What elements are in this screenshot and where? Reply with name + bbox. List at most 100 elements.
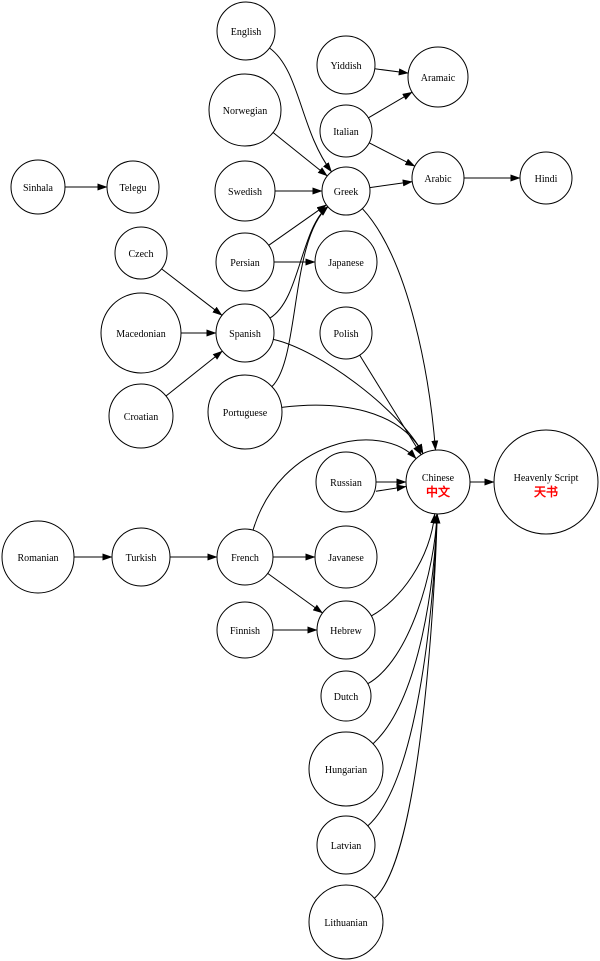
node-english-label: English (231, 27, 262, 38)
edge-portuguese-to-greek (271, 206, 329, 387)
edge-hebrew-to-chinese (371, 513, 438, 617)
node-arabic-circle (411, 151, 465, 205)
node-telegu-label: Telegu (119, 183, 146, 194)
node-dutch: Dutch (320, 670, 372, 722)
node-japanese-label: Japanese (328, 258, 364, 269)
node-lithuanian-circle (308, 884, 384, 960)
node-romanian: Romanian (1, 520, 75, 594)
node-swedish-circle (214, 160, 276, 222)
node-italian: Italian (319, 104, 373, 158)
node-yiddish-circle (316, 35, 376, 95)
edge-english-to-greek (269, 47, 332, 173)
node-heavenly-circle (493, 429, 599, 535)
node-aramaic-label: Aramaic (421, 73, 456, 84)
node-greek: Greek (321, 166, 371, 216)
node-arabic: Arabic (411, 151, 465, 205)
edge-yiddish-to-aramaic (374, 68, 409, 76)
edge-croatian-to-spanish (165, 350, 223, 397)
node-swedish: Swedish (214, 160, 276, 222)
edge-polish-to-chinese (359, 354, 422, 456)
node-hebrew-label: Hebrew (330, 626, 362, 637)
node-hungarian-label: Hungarian (325, 765, 367, 776)
node-macedonian: Macedonian (100, 292, 182, 374)
edge-dutch-to-chinese (367, 513, 441, 685)
edges (65, 47, 521, 899)
node-czech-circle (114, 226, 168, 280)
edge-persian-to-greek (268, 204, 327, 246)
node-norwegian: Norwegian (208, 73, 282, 147)
edge-spanish-to-chinese (273, 338, 424, 455)
node-hindi: Hindi (519, 151, 573, 205)
node-macedonian-label: Macedonian (116, 329, 165, 340)
node-hebrew: Hebrew (316, 600, 376, 660)
node-english: English (216, 1, 276, 61)
node-heavenly-sublabel: 天书 (534, 484, 558, 499)
node-croatian-circle (108, 383, 174, 449)
edge-hungarian-to-chinese (372, 513, 441, 745)
node-persian: Persian (215, 232, 275, 292)
node-spanish-circle (215, 303, 275, 363)
node-finnish: Finnish (216, 601, 274, 659)
node-swedish-label: Swedish (228, 187, 262, 198)
node-hebrew-circle (316, 600, 376, 660)
node-telegu: Telegu (106, 160, 160, 214)
edge-italian-to-arabic (368, 142, 416, 167)
node-dutch-label: Dutch (334, 692, 358, 703)
node-latvian-circle (316, 815, 376, 875)
node-chinese-label: Chinese (422, 473, 455, 484)
node-lithuanian: Lithuanian (308, 884, 384, 960)
edge-norwegian-to-greek (272, 132, 328, 177)
node-portuguese-circle (207, 374, 283, 450)
node-greek-circle (321, 166, 371, 216)
node-russian-circle (315, 451, 377, 513)
node-yiddish: Yiddish (316, 35, 376, 95)
node-czech-label: Czech (129, 249, 154, 260)
node-persian-label: Persian (230, 258, 259, 269)
node-finnish-label: Finnish (230, 626, 260, 637)
node-polish-label: Polish (333, 329, 358, 340)
node-javanese: Javanese (314, 525, 378, 589)
node-spanish-label: Spanish (229, 329, 261, 340)
node-lithuanian-label: Lithuanian (324, 918, 367, 929)
node-japanese: Japanese (314, 230, 378, 294)
edge-greek-to-chinese (361, 208, 439, 451)
edge-lithuanian-to-chinese (374, 513, 441, 899)
edge-italian-to-aramaic (368, 91, 413, 119)
node-hungarian-circle (308, 731, 384, 807)
node-telegu-circle (106, 160, 160, 214)
node-hindi-label: Hindi (535, 174, 558, 185)
node-english-circle (216, 1, 276, 61)
node-portuguese-label: Portuguese (223, 408, 268, 419)
edge-portuguese-to-chinese (281, 404, 424, 455)
node-czech: Czech (114, 226, 168, 280)
node-greek-label: Greek (334, 187, 358, 198)
node-norwegian-circle (208, 73, 282, 147)
edge-russian-to-chinese (375, 484, 407, 492)
edge-greek-to-arabic (369, 179, 413, 189)
node-chinese-circle (405, 449, 471, 515)
node-french-circle (216, 528, 274, 586)
node-russian: Russian (315, 451, 377, 513)
node-hungarian: Hungarian (308, 731, 384, 807)
node-dutch-circle (320, 670, 372, 722)
node-croatian: Croatian (108, 383, 174, 449)
node-latvian-label: Latvian (331, 841, 362, 852)
node-spanish: Spanish (215, 303, 275, 363)
edge-french-to-chinese (252, 439, 417, 531)
node-javanese-circle (314, 525, 378, 589)
node-hindi-circle (519, 151, 573, 205)
node-yiddish-label: Yiddish (330, 61, 361, 72)
node-russian-label: Russian (330, 478, 362, 489)
node-aramaic: Aramaic (407, 46, 469, 108)
node-persian-circle (215, 232, 275, 292)
node-turkish-label: Turkish (126, 553, 157, 564)
node-portuguese: Portuguese (207, 374, 283, 450)
node-japanese-circle (314, 230, 378, 294)
edge-czech-to-spanish (161, 268, 223, 316)
node-italian-label: Italian (333, 127, 359, 138)
node-aramaic-circle (407, 46, 469, 108)
node-sinhala-circle (10, 159, 66, 215)
